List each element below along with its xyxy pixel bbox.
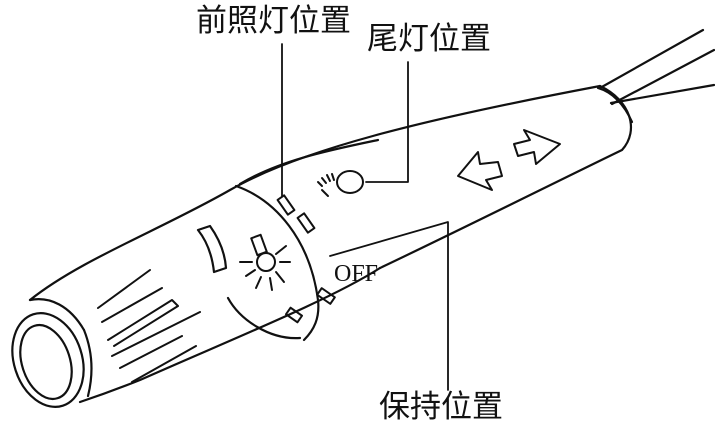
stalk-rod bbox=[596, 28, 715, 124]
double-arrow-left-right-icon bbox=[457, 129, 561, 191]
headlamp-sun-icon bbox=[239, 233, 291, 291]
hold-position-label: 保持位置 bbox=[379, 389, 503, 425]
taillamp-position-label: 尾灯位置 bbox=[367, 21, 491, 57]
taillamp-circle-icon bbox=[317, 170, 364, 197]
leader-taillamp bbox=[365, 61, 409, 183]
position-tabs bbox=[276, 194, 336, 324]
end-knob bbox=[11, 298, 93, 408]
switch-body bbox=[28, 84, 632, 404]
leader-hold bbox=[329, 221, 449, 391]
headlamp-position-label: 前照灯位置 bbox=[196, 3, 351, 39]
grip-ridges bbox=[97, 269, 201, 383]
off-label: OFF bbox=[334, 261, 379, 287]
leader-lines bbox=[281, 43, 449, 391]
